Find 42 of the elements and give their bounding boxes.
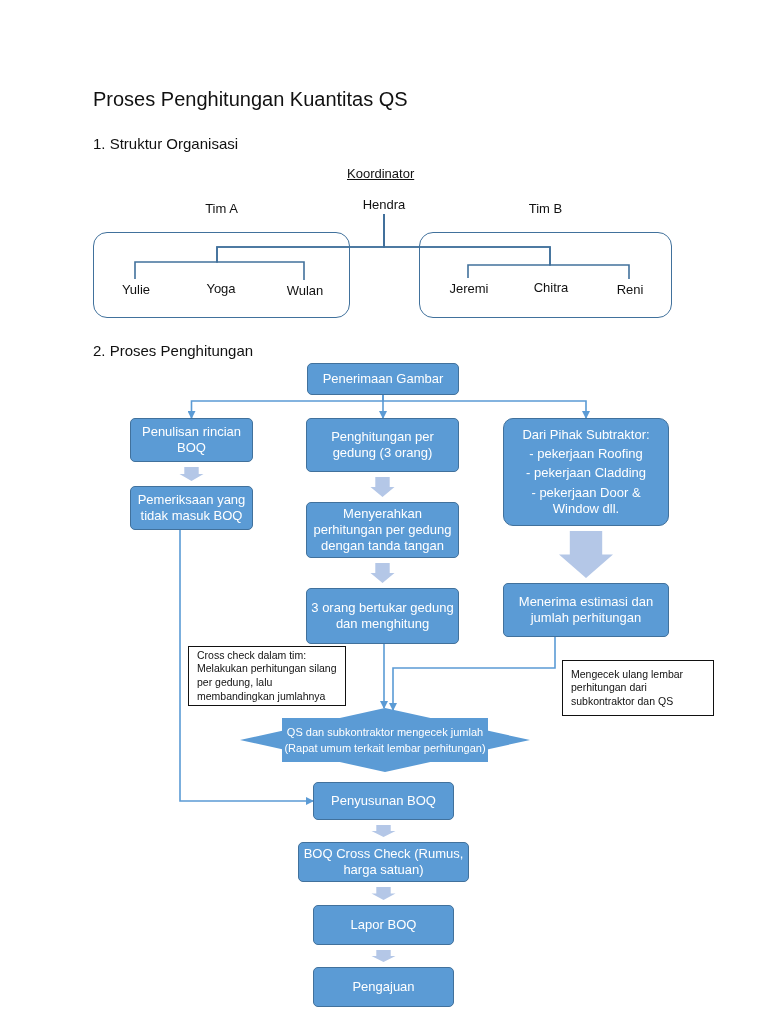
process-box: Pengajuan <box>313 967 454 1007</box>
box-text: Dari Pihak Subtraktor: <box>522 426 650 444</box>
team-title: Tim B <box>527 201 564 216</box>
block-arrow <box>370 477 395 497</box>
process-box: BOQ Cross Check (Rumus, harga satuan) <box>298 842 469 882</box>
role-label: Koordinator <box>347 166 415 181</box>
block-arrow <box>559 531 613 578</box>
section-heading: 1. Struktur Organisasi <box>93 135 239 152</box>
process-box: Menerima estimasi dan jumlah perhitungan <box>503 583 669 637</box>
person-name: Reni <box>613 280 647 298</box>
decision-text: QS dan subkontraktor mengecek jumlah <box>286 724 484 740</box>
block-arrow <box>371 887 396 900</box>
person-name: Jeremi <box>444 279 494 297</box>
process-box: Penyusunan BOQ <box>313 782 454 820</box>
person-name: Wulan <box>281 281 329 299</box>
note-text: Melakukan perhitungan silang per gedung, lalu membandingkan jumlahnya <box>197 662 337 704</box>
process-box: Lapor BOQ <box>313 905 454 945</box>
person-name: Yoga <box>201 279 241 297</box>
block-arrow <box>371 825 396 837</box>
team-title: Tim A <box>204 201 239 216</box>
section-heading: 2. Proses Penghitungan <box>93 342 254 359</box>
block-arrow <box>370 563 395 583</box>
page-title: Proses Penghitungan Kuantitas QS <box>93 88 408 111</box>
process-box: Penerimaan Gambar <box>307 363 459 395</box>
block-arrow <box>371 950 396 962</box>
person-name: Chitra <box>528 278 574 296</box>
note-text: Cross check dalam tim: <box>197 648 308 663</box>
person-name: Hendra <box>355 194 413 214</box>
process-box: Penghitungan per gedung (3 orang) <box>306 418 459 472</box>
process-box: 3 orang bertukar gedung dan menghitung <box>306 588 459 644</box>
process-box: Penulisan rincian BOQ <box>130 418 253 462</box>
box-text: - pekerjaan Roofing <box>529 446 643 463</box>
process-box <box>503 418 669 526</box>
note-box <box>188 646 346 706</box>
decision-text: (Rapat umum terkait lembar perhitungan) <box>284 741 486 756</box>
note-box: Mengecek ulang lembar perhitungan dari subkontraktor dan QS <box>562 660 714 716</box>
person-name: Yulie <box>114 280 158 298</box>
block-arrow <box>179 467 204 481</box>
box-text: - pekerjaan Door & Window dll. <box>530 484 642 518</box>
process-box: Menyerahkan perhitungan per gedung dengan tanda tangan <box>306 502 459 558</box>
box-text: - pekerjaan Cladding <box>526 465 646 482</box>
process-box: Pemeriksaan yang tidak masuk BOQ <box>130 486 253 530</box>
